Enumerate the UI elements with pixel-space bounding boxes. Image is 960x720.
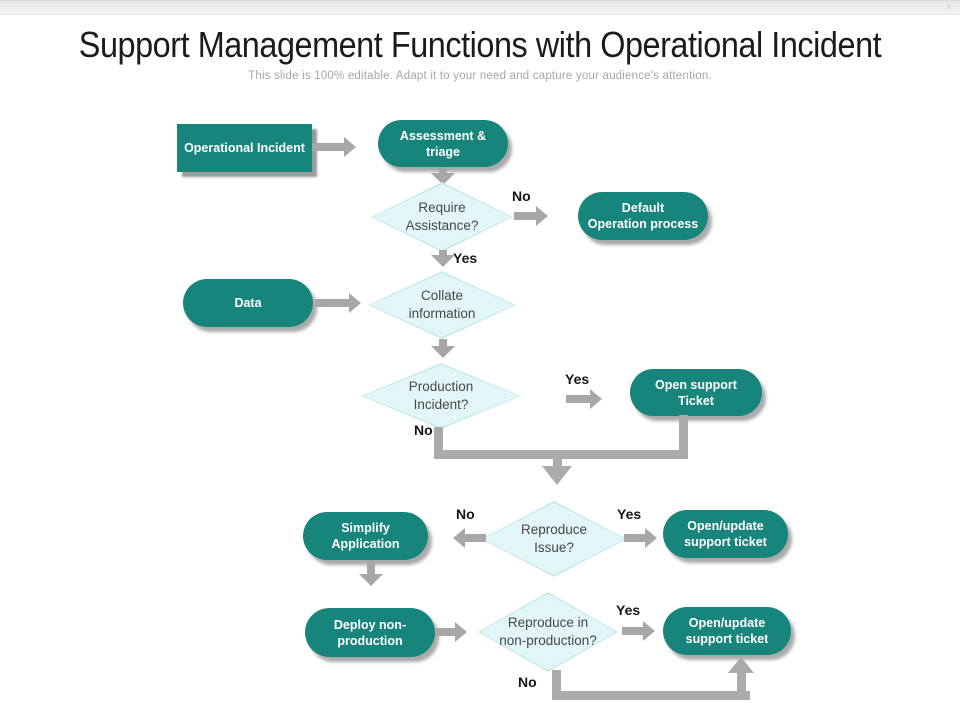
connector-arrowhead-down: [542, 466, 572, 485]
connector-merge-horizontal: [434, 450, 688, 459]
connector-merge-stub: [553, 458, 562, 468]
arrow-production-to-ticket: [566, 389, 602, 409]
arrow-reproduce-to-update1: [624, 528, 657, 548]
node-simplify-application: Simplify Application: [303, 512, 428, 560]
node-open-update-ticket-2: Open/update support ticket: [663, 607, 791, 655]
connector-arrowhead-up: [728, 657, 754, 673]
arrow-assessment-to-require: [431, 167, 455, 185]
connector-nonprod-no-down: [552, 670, 561, 700]
node-data: Data: [183, 279, 313, 327]
close-icon: ×: [946, 2, 952, 13]
node-default-operation-process: Default Operation process: [578, 192, 708, 240]
diamond-collate-information: Collate information: [368, 271, 516, 339]
arrow-collate-to-production: [431, 339, 455, 358]
arrow-require-to-collate: [431, 250, 455, 267]
label-nonprod-yes: Yes: [616, 602, 641, 618]
connector-production-no-down: [434, 427, 443, 459]
node-open-update-ticket-1: Open/update support ticket: [663, 510, 788, 558]
label-reproduce-yes: Yes: [617, 506, 642, 522]
decision-reproduce-non-production: Reproduce in non-production?: [478, 592, 618, 672]
page-subtitle: This slide is 100% editable. Adapt it to…: [248, 70, 712, 82]
decision-require-assistance: Require Assistance?: [371, 182, 513, 252]
label-nonprod-no: No: [518, 674, 537, 690]
node-label: Collate information: [408, 288, 476, 321]
decision-production-incident: Production Incident?: [361, 363, 521, 429]
node-label: Production Incident?: [408, 379, 474, 412]
label-require-no: No: [512, 188, 531, 204]
arrow-reproduce-to-simplify: [453, 528, 486, 548]
node-label: Reproduce Issue?: [520, 522, 588, 555]
label-require-yes: Yes: [453, 250, 478, 266]
arrow-simplify-to-deploy: [359, 561, 383, 586]
node-label: Reproduce in non-production?: [499, 615, 597, 648]
connector-ticket-down: [679, 415, 688, 459]
arrow-deploy-to-nonprod: [436, 622, 467, 642]
node-open-support-ticket: Open support Ticket: [630, 369, 762, 416]
node-assessment-triage: Assessment & triage: [378, 120, 508, 167]
arrow-operational-to-assessment: [312, 137, 356, 157]
arrow-require-to-default: [514, 206, 548, 226]
decision-reproduce-issue: Reproduce Issue?: [481, 501, 627, 577]
label-reproduce-no: No: [456, 506, 475, 522]
node-operational-incident: Operational Incident: [177, 124, 312, 172]
arrow-data-to-collate: [315, 293, 361, 313]
label-production-no: No: [414, 422, 433, 438]
arrow-nonprod-to-update2: [622, 621, 655, 641]
connector-nonprod-no-up: [737, 672, 746, 696]
node-label: Require Assistance?: [405, 200, 479, 233]
top-bar: ×: [0, 0, 960, 15]
page-title: Support Management Functions with Operat…: [78, 24, 882, 65]
connector-nonprod-no-horizontal: [552, 691, 750, 700]
node-deploy-non-production: Deploy non-production: [305, 608, 435, 657]
label-production-yes: Yes: [565, 371, 590, 387]
